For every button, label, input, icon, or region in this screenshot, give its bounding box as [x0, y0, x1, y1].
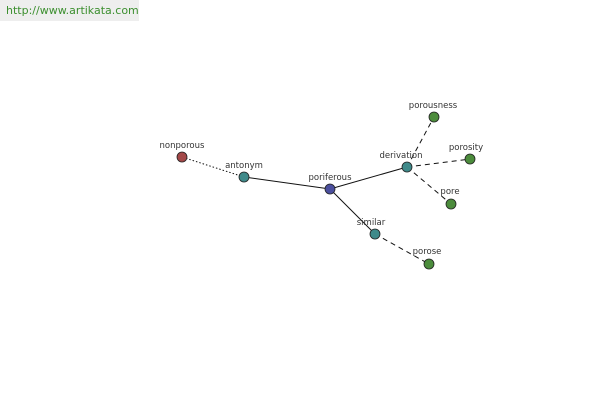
node-label-porosity: porosity: [449, 143, 483, 153]
edge-poriferous-similar: [329, 188, 376, 235]
edge-poriferous-derivation: [329, 166, 408, 190]
node-label-poriferous: poriferous: [309, 173, 353, 183]
graph-labels: poriferous antonym nonporous derivation poro…: [160, 101, 484, 257]
node-label-porousness: porousness: [409, 101, 458, 111]
edge-derivation-porousness: [406, 116, 435, 168]
graph-nodes: [176, 111, 476, 270]
node-porousness[interactable]: [428, 111, 440, 123]
graph-edges: [181, 116, 471, 265]
edge-derivation-porosity: [406, 158, 471, 168]
node-label-pore: pore: [440, 187, 459, 197]
edge-similar-porose: [374, 233, 430, 265]
node-porosity[interactable]: [464, 153, 476, 165]
node-nonporous[interactable]: [176, 151, 188, 163]
node-label-derivation: derivation: [379, 151, 422, 161]
node-label-similar: similar: [357, 218, 386, 228]
edge-derivation-pore: [406, 166, 452, 205]
node-pore[interactable]: [445, 198, 457, 210]
node-poriferous[interactable]: [324, 183, 336, 195]
node-label-antonym: antonym: [225, 161, 263, 171]
node-derivation[interactable]: [401, 161, 413, 173]
node-label-nonporous: nonporous: [160, 141, 205, 151]
source-url-banner[interactable]: http://www.artikata.com: [0, 0, 139, 21]
node-label-porose: porose: [413, 247, 442, 257]
node-similar[interactable]: [369, 228, 381, 240]
node-antonym[interactable]: [238, 171, 250, 183]
edge-antonym-nonporous: [181, 156, 245, 178]
edge-poriferous-antonym: [243, 176, 331, 190]
node-porose[interactable]: [423, 258, 435, 270]
